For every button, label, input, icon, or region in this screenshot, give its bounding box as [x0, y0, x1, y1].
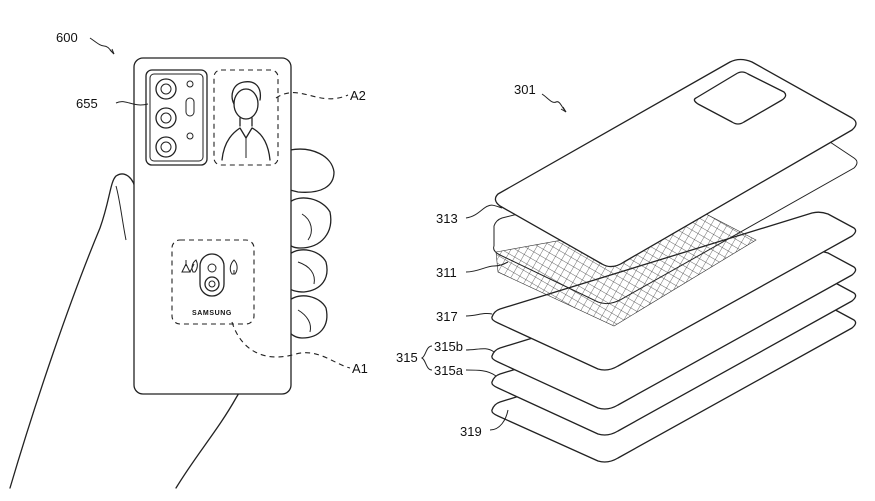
label-655: 655	[76, 96, 98, 111]
leader-315b	[465, 348, 495, 353]
layer-313-outline	[493, 138, 858, 305]
area-a1	[171, 239, 255, 325]
label-315: 315	[396, 350, 418, 365]
label-315b: 315b	[434, 339, 463, 354]
label-311: 311	[436, 265, 457, 280]
leader-315a	[465, 369, 497, 377]
drop-icon	[229, 259, 238, 275]
leader-655	[115, 101, 149, 106]
area-a2	[213, 69, 279, 166]
samsung-logo: SAMSUNG	[192, 310, 232, 317]
label-301: 301	[514, 82, 536, 97]
camera-module	[145, 69, 208, 166]
label-317: 317	[436, 309, 458, 324]
hand-drawing	[9, 148, 335, 489]
phone-back: SAMSUNG	[133, 57, 292, 395]
bracket-315	[420, 345, 433, 371]
label-600: 600	[56, 30, 78, 45]
leader-317	[465, 312, 493, 317]
label-313: 313	[436, 211, 458, 226]
leaf-icon	[191, 259, 198, 273]
sensor-module	[199, 253, 225, 297]
leader-319	[489, 409, 509, 431]
leader-313	[465, 204, 503, 219]
leader-311	[465, 261, 509, 273]
label-319: 319	[460, 424, 482, 439]
label-a1: A1	[352, 361, 368, 376]
leader-a1	[231, 321, 351, 369]
label-315a: 315a	[434, 363, 464, 378]
label-a2: A2	[350, 88, 366, 103]
layer-301-cover	[494, 58, 857, 268]
camera-window	[693, 71, 787, 125]
leader-600	[89, 37, 115, 55]
layer-317	[491, 211, 857, 371]
portrait-icon	[221, 81, 271, 161]
leader-a2	[275, 92, 349, 100]
